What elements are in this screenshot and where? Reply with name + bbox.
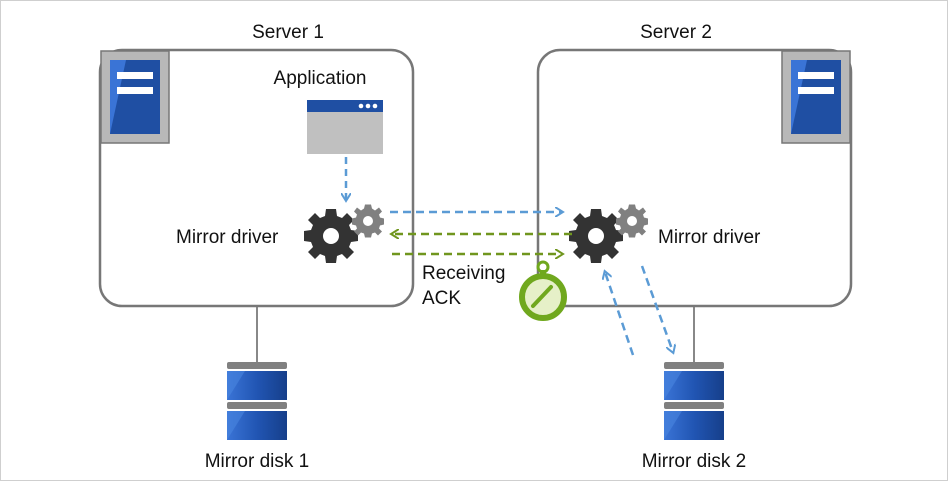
- stopwatch-icon: [519, 260, 567, 321]
- mirror-disk-2-icon: [664, 362, 724, 440]
- write-to-disk2-arrow: [640, 265, 673, 352]
- server2-box: [536, 48, 853, 308]
- mirror-disk-1-icon: [227, 362, 287, 440]
- disk2-ack-arrow: [605, 272, 635, 356]
- application-window-icon: [307, 100, 383, 154]
- receiving-ack-label-line2: ACK: [422, 288, 461, 309]
- server1-icon: [100, 50, 170, 144]
- mirror-disk-2-label: Mirror disk 2: [642, 451, 747, 472]
- mirror-driver-1-label: Mirror driver: [176, 227, 279, 248]
- mirror-driver-2-label: Mirror driver: [658, 227, 761, 248]
- server2-title: Server 2: [640, 22, 712, 43]
- server2-icon: [781, 50, 851, 144]
- server1-title: Server 1: [252, 22, 324, 43]
- receiving-ack-label-line1: Receiving: [422, 263, 505, 284]
- mirror-disk-1-label: Mirror disk 1: [205, 451, 310, 472]
- application-label: Application: [274, 68, 367, 89]
